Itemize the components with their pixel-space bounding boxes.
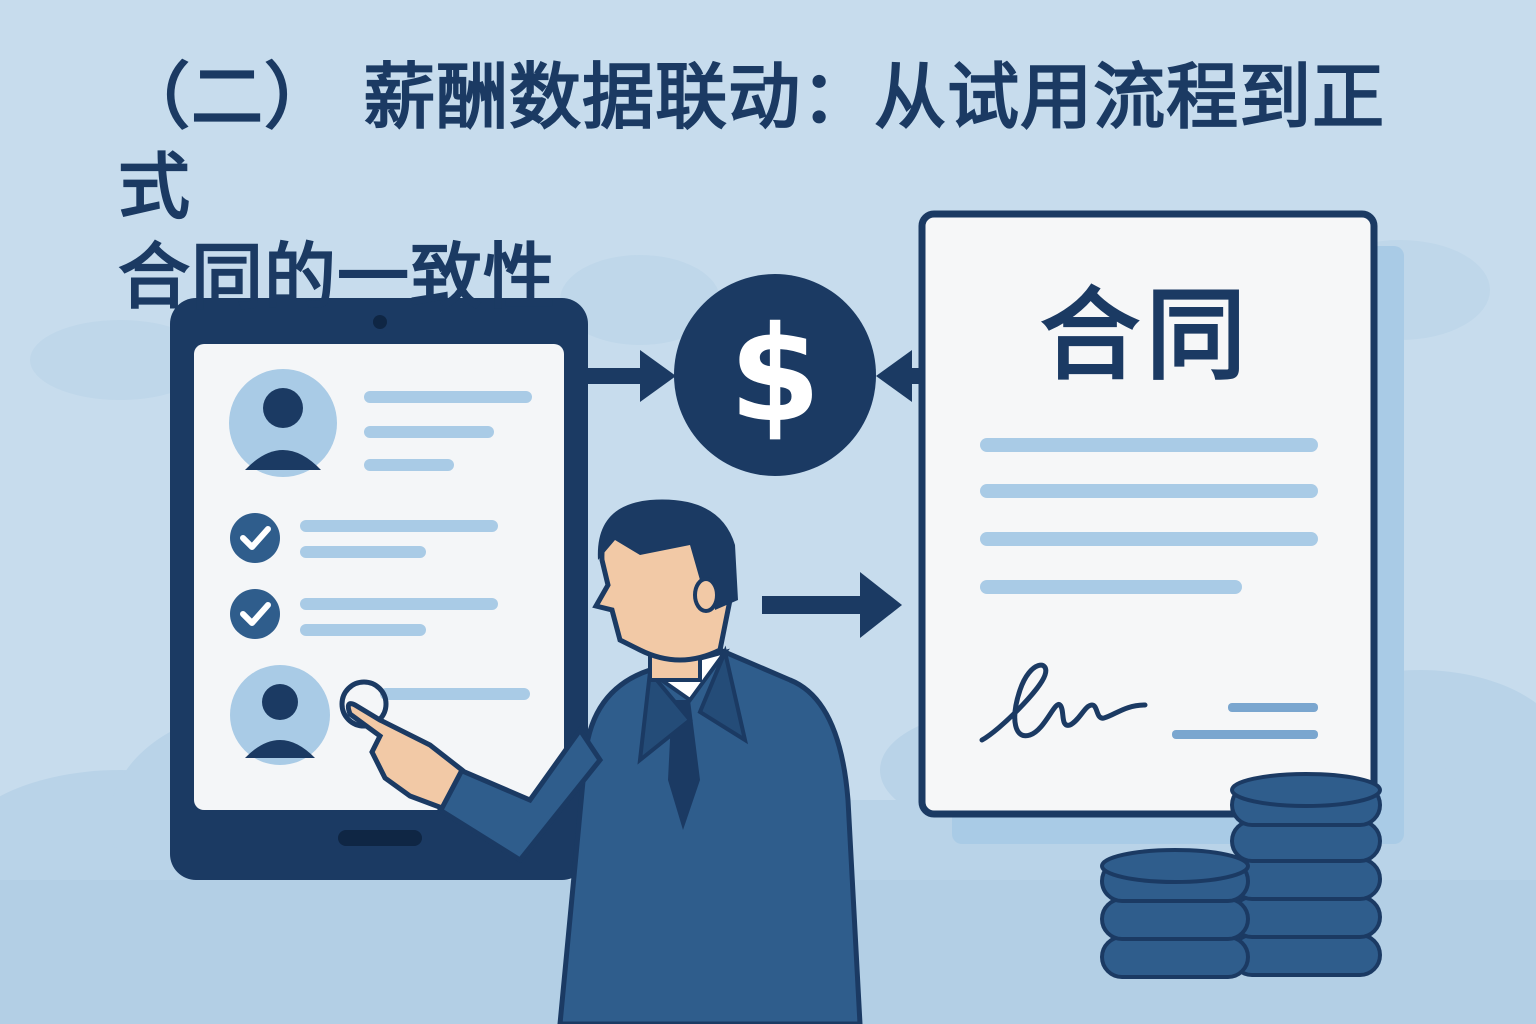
signature-line [1172,730,1318,739]
check-item-lines [300,520,498,558]
businessman-figure [345,499,863,1024]
profile-text-lines [364,391,532,471]
home-button [338,830,422,846]
title-line-1: （二） 薪酬数据联动：从试用流程到正式 [118,55,1386,229]
arrow-right-icon [762,572,902,638]
check-circle-icon [230,513,280,563]
camera-dot [373,315,387,329]
profile-text-lines [380,688,530,700]
contract-document [918,210,1404,844]
title-line-2: 合同的一致性 [118,235,557,319]
contract-heading: 合同 [1040,277,1252,394]
tablet-device [170,298,588,880]
coin-stack-icon [1100,772,1382,979]
arrow-right-icon [588,350,676,402]
profile-avatar-icon [229,369,337,477]
signature-icon [979,662,1148,743]
check-circle-icon [230,589,280,639]
dollar-circle-icon [674,274,876,476]
profile-avatar-icon [230,665,330,765]
signature-date-line [1228,703,1318,712]
page-title: （二） 薪酬数据联动：从试用流程到正式 合同的一致性 [118,52,1448,322]
check-item-lines [300,598,498,636]
contract-text-lines [980,438,1318,594]
